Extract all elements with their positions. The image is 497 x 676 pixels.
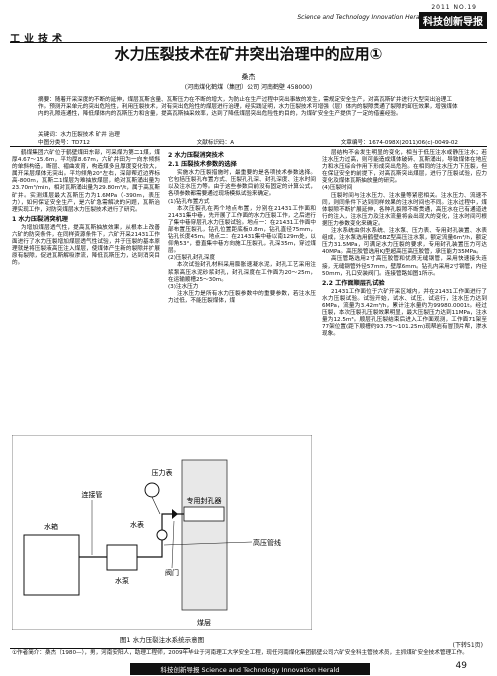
col3-text-b: 注水系统由供水系统、注水泵、压力表、专用封孔装置、水表组成，注水泵选用鹤壁6BZ… — [322, 228, 487, 256]
footnote: ①作者简介：桑杰（1980—），男，河南安阳人，助理工程师，2009年毕业于河南… — [12, 650, 468, 656]
sub-3-text: 注水压力是所有水力压裂参数中的重要参数，若注水压力过低，不能压裂煤体，煤 — [168, 290, 316, 304]
valve-icon — [172, 509, 178, 519]
column-3: 层结构不会发生明显的变化，相当于低压注水或静压注水；若注水压力过高，则可能造成煤… — [322, 150, 487, 338]
tank-label: 水箱 — [44, 522, 58, 531]
figure-caption: 图1 水力压裂注水系统示意图 — [119, 636, 205, 644]
footnote-rule — [10, 648, 190, 649]
figure-1-diagram: 煤层 专用封孔器 水箱 水泵 连接管 高压管线 压力表 水表 阀门 — [12, 435, 312, 630]
article-meta: 中图分类号：TD712 文献标识码：A 文章编号：1674-098X(2011)… — [38, 138, 458, 146]
journal-name-en: Science and Technology Innovation Herald — [297, 14, 425, 21]
coal-seam-shape — [181, 459, 228, 611]
sub-1-title: (1)钻孔布置方式 — [168, 198, 210, 205]
water-meter-icon — [156, 529, 168, 541]
section-2-1-text: 实施水力压裂措施时，最重要的是各项技术参数选择。它包括压裂孔布置方式、压裂孔孔深… — [168, 170, 316, 198]
continued-note: (下转51页) — [452, 642, 483, 649]
doc-code: 文献标识码：A — [196, 140, 235, 146]
gauge-stem — [151, 496, 161, 515]
gauge-label: 压力表 — [152, 468, 173, 477]
section-2-1-title: 2.1 压裂技术参数的选择 — [168, 161, 237, 169]
intro-paragraph: 鹤煤集团六矿位于鹤壁煤田东部，可采煤为第二1煤，煤厚4.67～15.6m，平均厚… — [12, 150, 160, 213]
column-2: 2 水力压裂消突技术 2.1 压裂技术参数的选择 实施水力压裂措施时，最重要的是… — [168, 150, 316, 305]
sub-3-title: (3)注水压力 — [168, 283, 199, 290]
col3-text-c: 高压管路选用2寸高压胶管和优质无缝钢管，采用快速接头连接，无缝钢管外径57mm，… — [322, 256, 487, 277]
section-2-title: 2 水力压裂消突技术 — [168, 152, 224, 159]
sealer-shape — [183, 506, 225, 522]
issue-number: 2011 NO.19 — [431, 4, 477, 11]
pump-shape — [106, 544, 138, 571]
section-2-2-text: 21431工作面位于六矿开采区域内，并在21431工作面进行了水力压裂试验。试验… — [322, 288, 487, 338]
section-1-title: 1 水力压裂消突机理 — [12, 215, 68, 223]
keywords: 关键词：水力压裂技术 矿井 治理 — [38, 132, 120, 138]
sub-2-text: 本次试验封孔材料采用膨胀速凝水泥，封孔工艺采用注浆泵高压水泥砂浆封孔，封孔深度在… — [168, 262, 316, 283]
col3-text-a: 层结构不会发生明显的变化，相当于低压注水或静压注水；若注水压力过高，则可能造成煤… — [322, 150, 487, 185]
author: 桑杰 — [241, 73, 256, 81]
article-title: 水力压裂技术在矿井突出治理中的应用① — [114, 45, 383, 63]
clc-number: 中图分类号：TD712 — [38, 140, 90, 146]
sub-2-title: (2)压裂孔封孔深度 — [168, 255, 216, 262]
column-1: 鹤煤集团六矿位于鹤壁煤田东部，可采煤为第二1煤，煤厚4.67～15.6m，平均厚… — [12, 150, 160, 268]
sub-1-text: 本次压裂孔在两个地点布置，分别在21431工作面和21431集中巷，先开展了工作… — [168, 205, 316, 255]
valve-label: 阀门 — [165, 568, 179, 577]
affiliation: (河南煤化鹤煤（集团）公司 河南鹤壁 458000) — [184, 84, 313, 91]
connector-label: 连接管 — [82, 490, 103, 499]
abstract: 摘要：随着开采深度的不断的延伸，煤层瓦斯含量、瓦斯压力在不断的增大，为防止在生产… — [38, 97, 458, 117]
article-number: 文章编号：1674-098X(2011)06(c)-0049-02 — [340, 140, 458, 146]
tank-shape — [23, 534, 80, 596]
footer-band: 科技创新导报 Science and Technology Innovation… — [130, 663, 370, 675]
valve-leader — [171, 520, 175, 569]
sealer-label: 专用封孔器 — [187, 496, 222, 505]
meta-rule — [10, 146, 487, 147]
page-number: 49 — [455, 661, 467, 671]
section-2-2-title: 2.2 工作面顺层孔试验 — [322, 279, 385, 287]
header-rule — [10, 42, 487, 43]
coal-label: 煤层 — [197, 618, 211, 627]
water-meter-label: 水表 — [130, 520, 144, 529]
sub-4-title: (4)压裂时间 — [322, 185, 353, 192]
section-1-text: 为增加煤层透气性，提高瓦斯抽放效果，从根本上改善六矿的防突条件，在同样资源条件下… — [12, 224, 160, 267]
hose-leader — [163, 541, 253, 546]
hose-label: 高压管线 — [253, 538, 281, 547]
sub-4-text: 压裂时间与注水压力、注水量等紧密相关。注水压力、流速不同，则同条件下达到同样效果… — [322, 192, 487, 227]
pump-label: 水泵 — [115, 576, 129, 585]
section-label: 工业技术 — [10, 34, 66, 45]
gauge-icon — [144, 482, 160, 498]
journal-badge: 科技创新导报 — [419, 12, 487, 29]
